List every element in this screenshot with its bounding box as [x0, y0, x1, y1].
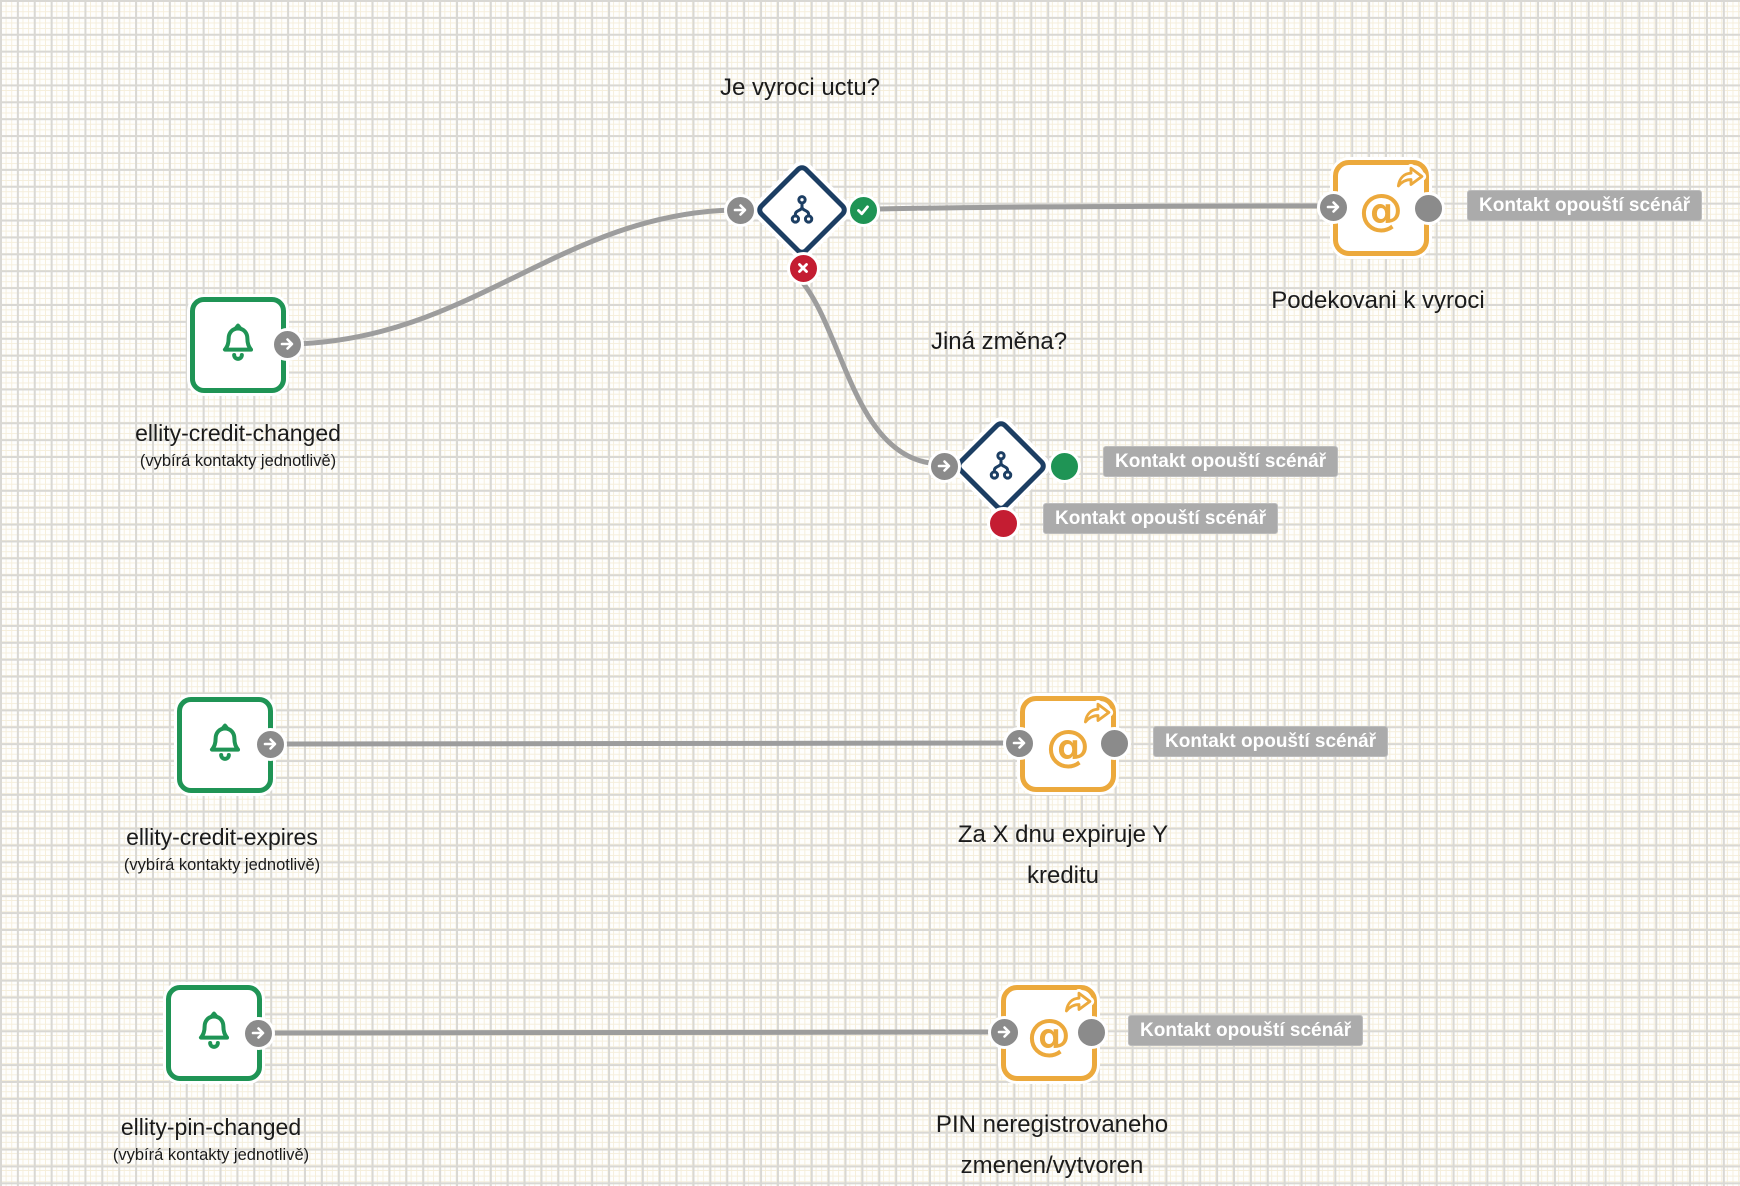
arrow-right-icon [263, 738, 277, 750]
leave-scenario-badge: Kontakt opouští scénář [1467, 190, 1703, 221]
trigger-2-output-port[interactable] [253, 727, 287, 761]
trigger-3-label: ellity-pin-changed (vybírá kontakty jedn… [113, 1112, 309, 1168]
email-3-output-port[interactable] [1074, 1015, 1108, 1049]
wire-decision1-no-to-decision2 [800, 280, 933, 466]
leave-scenario-badge: Kontakt opouští scénář [1043, 503, 1279, 534]
share-arrow-icon [1062, 988, 1095, 1016]
split-branch-icon [989, 451, 1013, 480]
trigger-3-title: ellity-pin-changed [120, 1114, 302, 1140]
email-1-input-port[interactable] [1316, 190, 1350, 224]
trigger-3-subtitle: (vybírá kontakty jednotlivě) [112, 1146, 310, 1164]
decision-1-input-port[interactable] [723, 193, 757, 227]
leave-scenario-badge: Kontakt opouští scénář [1153, 726, 1389, 757]
email-2-title-line2: kreditu [1026, 862, 1100, 889]
decision-2-yes-port[interactable] [1047, 449, 1081, 483]
decision-1-question: Je vyroci uctu? [719, 74, 881, 101]
arrow-right-icon [1326, 201, 1340, 213]
leave-scenario-badge: Kontakt opouští scénář [1103, 446, 1339, 477]
share-arrow-icon [1081, 699, 1114, 727]
email-2-title-line1: Za X dnu expiruje Y [957, 821, 1169, 848]
trigger-1-label: ellity-credit-changed (vybírá kontakty j… [135, 418, 341, 474]
email-1-label: Podekovani k vyroci [1271, 280, 1484, 321]
arrow-right-icon [937, 460, 951, 472]
email-3-input-port[interactable] [987, 1015, 1021, 1049]
email-1-output-port[interactable] [1411, 191, 1445, 225]
email-3-title-line2: zmenen/vytvoren [960, 1152, 1144, 1179]
at-email-icon: @ [1046, 721, 1090, 772]
arrow-right-icon [251, 1027, 265, 1039]
arrow-right-icon [280, 338, 294, 350]
decision-2-input-port[interactable] [927, 449, 961, 483]
decision-2-question: Jiná změna? [930, 328, 1068, 355]
trigger-2-label: ellity-credit-expires (vybírá kontakty j… [124, 822, 320, 878]
email-2-input-port[interactable] [1002, 726, 1036, 760]
email-3-title-line1: PIN neregistrovaneho [935, 1111, 1169, 1138]
check-icon [857, 205, 869, 216]
at-email-icon: @ [1027, 1010, 1071, 1061]
trigger-3-output-port[interactable] [241, 1016, 275, 1050]
trigger-1-title: ellity-credit-changed [135, 420, 341, 446]
at-email-icon: @ [1359, 185, 1403, 236]
trigger-1-output-port[interactable] [270, 327, 304, 361]
email-2-label: Za X dnu expiruje Y kreditu [958, 814, 1168, 896]
email-2-output-port[interactable] [1097, 726, 1131, 760]
bell-icon [198, 1011, 230, 1049]
wire-trigger3-to-email3 [255, 1029, 1007, 1036]
cross-icon [798, 263, 808, 273]
trigger-2-subtitle: (vybírá kontakty jednotlivě) [123, 856, 321, 874]
bell-icon [209, 723, 241, 761]
bell-icon [222, 323, 254, 361]
trigger-1-subtitle: (vybírá kontakty jednotlivě) [139, 452, 337, 470]
arrow-right-icon [997, 1026, 1011, 1038]
share-arrow-icon [1394, 163, 1427, 191]
decision-2-no-port[interactable] [986, 506, 1020, 540]
wire-decision1-yes-to-email1 [875, 203, 1320, 212]
leave-scenario-badge: Kontakt opouští scénář [1128, 1015, 1364, 1046]
decision-1-no-port[interactable] [786, 251, 820, 285]
trigger-2-title: ellity-credit-expires [126, 824, 318, 850]
arrow-right-icon [1012, 737, 1026, 749]
wire-trigger2-to-email2 [284, 740, 1022, 747]
email-3-label: PIN neregistrovaneho zmenen/vytvoren [936, 1104, 1168, 1186]
decision-1-yes-port[interactable] [846, 193, 880, 227]
wire-trigger1-to-decision1 [288, 207, 736, 347]
split-branch-icon [790, 195, 814, 224]
email-1-title: Podekovani k vyroci [1271, 287, 1485, 314]
arrow-right-icon [733, 204, 747, 216]
